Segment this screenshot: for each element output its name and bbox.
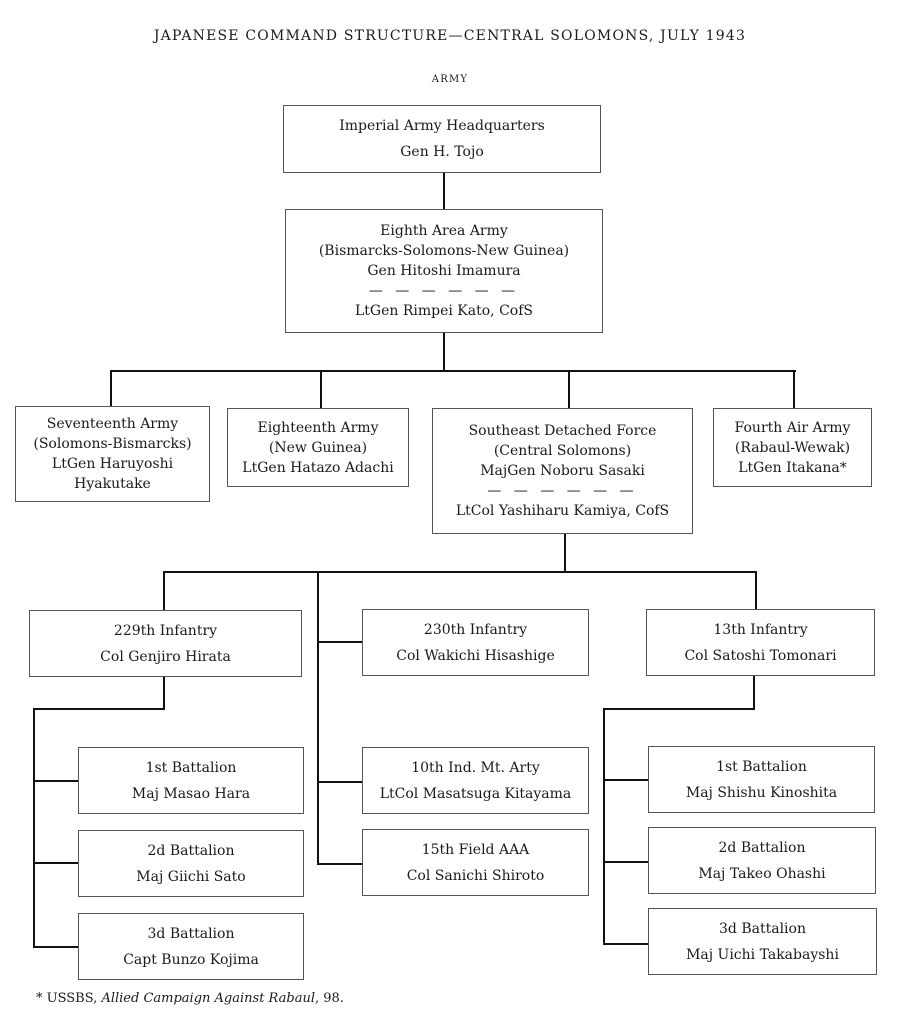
connector-line	[317, 571, 319, 865]
connector-line	[317, 863, 362, 865]
13th-1st-battalion-box: 1st Battalion Maj Shishu Kinoshita	[648, 746, 875, 813]
230th-infantry-box: 230th Infantry Col Wakichi Hisashige	[362, 609, 589, 676]
connector-line	[110, 370, 112, 406]
unit-commander: Gen H. Tojo	[400, 144, 484, 160]
unit-name: 3d Battalion	[719, 920, 806, 937]
connector-line	[163, 571, 165, 610]
connector-line	[603, 861, 648, 863]
footnote-suffix: , 98.	[315, 991, 344, 1006]
229th-3d-battalion-box: 3d Battalion Capt Bunzo Kojima	[78, 913, 304, 980]
chart-title: JAPANESE COMMAND STRUCTURE—CENTRAL SOLOM…	[153, 28, 747, 44]
unit-commander: Gen Hitoshi Imamura	[367, 263, 521, 279]
unit-name: Southeast Detached Force	[468, 423, 657, 439]
unit-name: 10th Ind. Mt. Arty	[411, 759, 540, 776]
chief-of-staff: LtCol Yashiharu Kamiya, CofS	[455, 503, 670, 519]
connector-line	[443, 173, 445, 209]
unit-name: Seventeenth Army	[46, 416, 179, 432]
unit-region: (Bismarcks-Solomons-New Guinea)	[318, 243, 570, 259]
unit-commander: Col Wakichi Hisashige	[396, 647, 555, 664]
footnote: * USSBS, Allied Campaign Against Rabaul,…	[36, 991, 344, 1006]
229th-infantry-box: 229th Infantry Col Genjiro Hirata	[29, 610, 302, 677]
seventeenth-army-box: Seventeenth Army (Solomons-Bismarcks) Lt…	[15, 406, 210, 502]
229th-1st-battalion-box: 1st Battalion Maj Masao Hara	[78, 747, 304, 814]
footnote-source: Allied Campaign Against Rabaul	[101, 991, 315, 1006]
unit-name: 15th Field AAA	[421, 841, 530, 858]
connector-line	[603, 779, 648, 781]
unit-name: 13th Infantry	[713, 621, 808, 638]
unit-commander: Maj Takeo Ohashi	[698, 865, 826, 882]
unit-name: 1st Battalion	[145, 759, 237, 776]
unit-name: Eighteenth Army	[257, 419, 379, 436]
unit-region: (Solomons-Bismarcks)	[33, 436, 192, 452]
chief-of-staff: LtGen Rimpei Kato, CofS	[354, 303, 533, 319]
unit-commander: LtCol Masatsuga Kitayama	[379, 785, 572, 802]
connector-line	[320, 370, 322, 408]
connector-line	[564, 534, 566, 572]
connector-line	[163, 677, 165, 710]
unit-name: 1st Battalion	[716, 758, 807, 775]
unit-commander: Maj Giichi Sato	[136, 868, 246, 885]
10th-ind-mt-arty-box: 10th Ind. Mt. Arty LtCol Masatsuga Kitay…	[362, 747, 589, 814]
unit-name: 229th Infantry	[113, 622, 218, 639]
unit-name: Eighth Area Army	[380, 223, 508, 239]
connector-line	[443, 333, 445, 371]
connector-line	[753, 676, 755, 710]
unit-name: Fourth Air Army	[734, 419, 851, 436]
13th-infantry-box: 13th Infantry Col Satoshi Tomonari	[646, 609, 875, 676]
unit-commander: Maj Uichi Takabayshi	[686, 946, 839, 963]
unit-region: (Rabaul-Wewak)	[734, 439, 851, 456]
unit-commander: Capt Bunzo Kojima	[123, 951, 259, 968]
connector-line	[317, 781, 362, 783]
unit-commander: Hyakutake	[74, 476, 151, 492]
unit-commander: MajGen Noboru Sasaki	[480, 463, 645, 479]
unit-name: 2d Battalion	[147, 842, 235, 859]
15th-field-aaa-box: 15th Field AAA Col Sanichi Shiroto	[362, 829, 589, 896]
13th-3d-battalion-box: 3d Battalion Maj Uichi Takabayshi	[648, 908, 877, 975]
eighth-area-army-box: Eighth Area Army (Bismarcks-Solomons-New…	[285, 209, 603, 333]
eighteenth-army-box: Eighteenth Army (New Guinea) LtGen Hataz…	[227, 408, 409, 487]
connector-line	[317, 641, 362, 643]
unit-commander: Col Sanichi Shiroto	[406, 867, 545, 884]
fourth-air-army-box: Fourth Air Army (Rabaul-Wewak) LtGen Ita…	[713, 408, 872, 487]
unit-commander: Col Genjiro Hirata	[100, 648, 231, 665]
unit-commander: LtGen Hatazo Adachi	[242, 459, 394, 476]
connector-line	[33, 862, 78, 864]
connector-line	[793, 370, 795, 408]
unit-region: (Central Solomons)	[493, 443, 632, 459]
connector-line	[755, 571, 757, 610]
separator-dashes: — — — — — —	[487, 483, 638, 499]
connector-line	[603, 708, 605, 945]
unit-commander: Maj Shishu Kinoshita	[685, 784, 838, 801]
connector-line	[568, 370, 570, 408]
separator-dashes: — — — — — —	[368, 283, 520, 299]
southeast-detached-force-box: Southeast Detached Force (Central Solomo…	[432, 408, 693, 534]
229th-2d-battalion-box: 2d Battalion Maj Giichi Sato	[78, 830, 304, 897]
unit-commander: LtGen Haruyoshi	[51, 456, 174, 472]
unit-commander: Col Satoshi Tomonari	[684, 647, 837, 664]
13th-2d-battalion-box: 2d Battalion Maj Takeo Ohashi	[648, 827, 876, 894]
footnote-prefix: * USSBS,	[36, 991, 102, 1006]
unit-commander: Maj Masao Hara	[131, 785, 251, 802]
connector-line	[603, 708, 755, 710]
connector-line	[163, 571, 757, 573]
unit-name: 230th Infantry	[423, 621, 528, 638]
chart-subtitle: ARMY	[431, 74, 469, 85]
unit-name: Imperial Army Headquarters	[339, 118, 545, 134]
connector-line	[33, 708, 165, 710]
unit-commander: LtGen Itakana*	[738, 459, 847, 476]
connector-line	[33, 708, 35, 948]
connector-line	[603, 943, 648, 945]
unit-name: 2d Battalion	[718, 839, 806, 856]
connector-line	[33, 780, 78, 782]
imperial-army-hq-box: Imperial Army Headquarters Gen H. Tojo	[283, 105, 601, 173]
unit-region: (New Guinea)	[268, 439, 368, 456]
connector-line	[110, 370, 796, 372]
connector-line	[33, 946, 78, 948]
unit-name: 3d Battalion	[147, 925, 235, 942]
